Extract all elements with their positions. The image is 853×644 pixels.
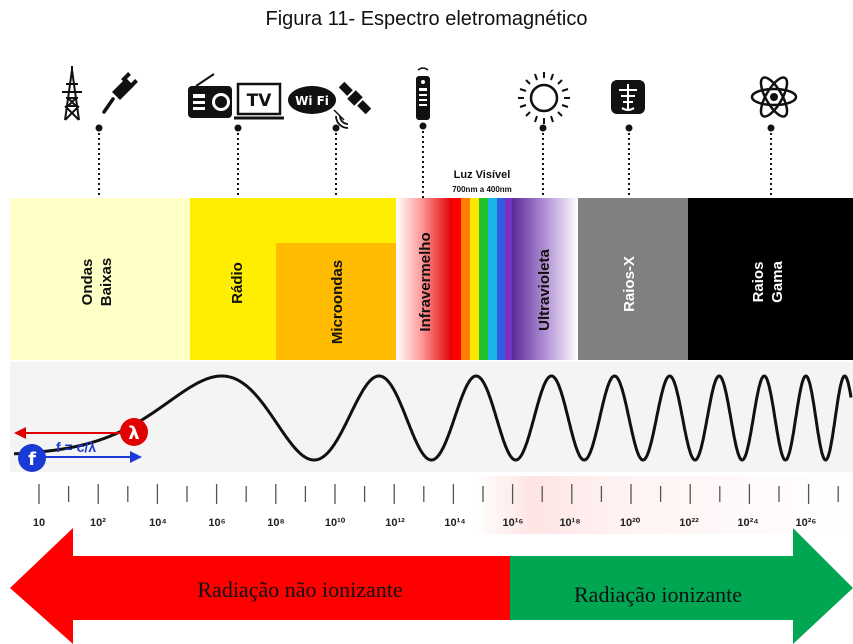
- icon-leaders: [95, 122, 775, 240]
- wifi-icon-text: Wi Fi: [295, 94, 329, 108]
- scale-strip: [10, 476, 853, 534]
- lambda-symbol: λ: [128, 423, 139, 444]
- tv-icon-text: TV: [247, 91, 273, 111]
- label-baixas: Baixas: [98, 258, 115, 306]
- scale-label: 10¹²: [385, 517, 405, 529]
- satellite-icon: [333, 81, 372, 129]
- scale-label: 10⁴: [149, 517, 167, 529]
- non-ionizing-arrow: [10, 528, 510, 644]
- label-ultravioleta: Ultravioleta: [536, 248, 553, 330]
- wave-path: [14, 374, 853, 462]
- f-circle: [18, 444, 46, 472]
- wifi-icon: Wi Fi: [288, 86, 336, 114]
- wave-strip: [10, 362, 853, 472]
- formula-group: λ f f = c/λ: [14, 418, 148, 472]
- radio-icon: [188, 73, 232, 118]
- label-raios-x: Raios-X: [621, 256, 638, 312]
- band-infravermelho: [396, 198, 452, 360]
- scale-label: 10¹⁴: [444, 517, 465, 529]
- power-tower-icon: [62, 66, 82, 121]
- label-raios: Raios: [750, 262, 767, 303]
- scale-label: 10²⁴: [737, 517, 758, 529]
- label-ondas: Ondas: [79, 259, 96, 306]
- band-raios-x: [578, 198, 688, 360]
- sun-icon: [518, 72, 570, 124]
- scale-label: 10: [33, 517, 45, 529]
- scale-label: 10²: [90, 517, 106, 529]
- ionizing-label: Radiação ionizante: [574, 582, 742, 607]
- f-symbol: f: [28, 449, 36, 470]
- luz-visivel-title: Luz Visível: [454, 169, 511, 181]
- remote-control-icon: [416, 67, 430, 120]
- band-ondas-baixas: [10, 198, 190, 360]
- scale-label: 10²⁶: [796, 517, 817, 529]
- band-ultravioleta: [512, 198, 578, 360]
- scale-label: 10⁶: [208, 517, 225, 529]
- lambda-circle: [120, 418, 148, 446]
- scale-label: 10¹⁶: [503, 517, 524, 529]
- atom-icon: [750, 76, 798, 118]
- band-raios-gama: [688, 198, 853, 360]
- label-microondas: Microondas: [329, 260, 346, 344]
- formula-text: f = c/λ: [56, 439, 96, 455]
- scale-label: 10²²: [679, 517, 699, 529]
- label-gama: Gama: [769, 261, 786, 303]
- plug-icon: [102, 72, 138, 114]
- tv-icon: TV: [234, 82, 284, 120]
- figure-title: Figura 11- Espectro eletromagnético: [265, 8, 588, 30]
- scale-label: 10⁸: [267, 517, 284, 529]
- band-microondas: [276, 243, 396, 360]
- ionizing-arrow: [510, 528, 853, 644]
- scale-ticks: [38, 484, 839, 504]
- label-radio: Rádio: [229, 262, 246, 304]
- band-visible-spectrum: [452, 198, 512, 360]
- luz-visivel-range: 700nm a 400nm: [452, 185, 512, 194]
- scale-label: 10¹⁰: [325, 517, 346, 529]
- x-ray-icon: [611, 80, 645, 114]
- scale-label: 10²⁰: [620, 517, 641, 529]
- scale-labels: 10 10² 10⁴ 10⁶ 10⁸ 10¹⁰ 10¹² 10¹⁴ 10¹⁶ 1…: [33, 517, 817, 529]
- label-infravermelho: Infravermelho: [417, 232, 434, 331]
- scale-label: 10¹⁸: [559, 517, 580, 529]
- non-ionizing-label: Radiação não ionizante: [197, 577, 402, 602]
